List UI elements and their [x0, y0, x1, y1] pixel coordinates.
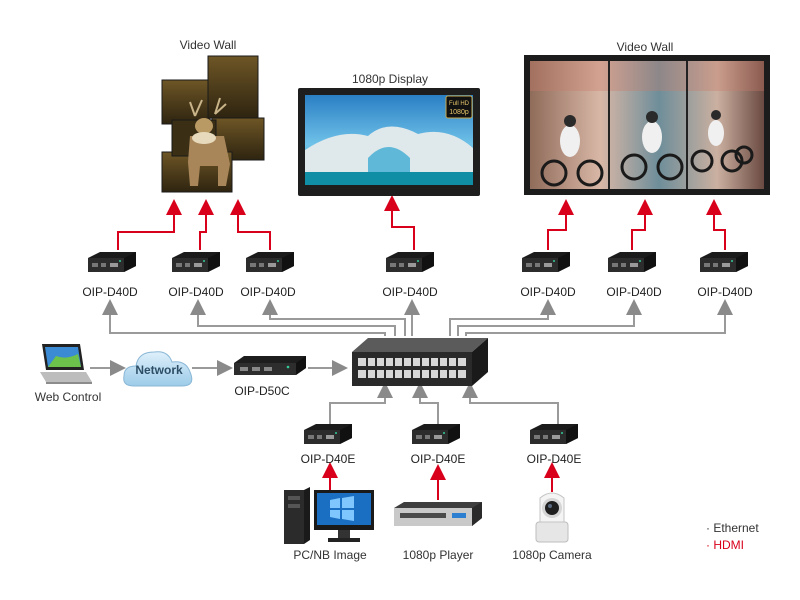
display-1080p: Full HD 1080p — [298, 88, 480, 196]
ethernet-line — [190, 299, 396, 336]
decoder-device — [522, 252, 570, 272]
hdmi-line — [198, 199, 214, 250]
ethernet-line — [329, 382, 393, 425]
controller-device — [234, 356, 306, 375]
web-control-label: Web Control — [34, 390, 102, 404]
laptop-icon — [40, 344, 92, 384]
decoder-device — [246, 252, 294, 272]
encoder-device — [530, 424, 578, 444]
decoder-label: OIP-D40D — [520, 285, 576, 299]
encoder-device — [304, 424, 352, 444]
network-switch — [352, 338, 488, 386]
hdmi-line — [230, 199, 271, 250]
tv-badge-line2: 1080p — [449, 109, 469, 116]
decoder-device — [172, 252, 220, 272]
player-icon — [394, 502, 482, 526]
ethernet-line — [412, 382, 439, 425]
decoder-label: OIP-D40D — [697, 285, 753, 299]
video-wall-right — [524, 55, 770, 195]
cloud-icon — [123, 351, 193, 387]
decoder-label: OIP-D40D — [382, 285, 438, 299]
decoder-device — [386, 252, 434, 272]
source-label: 1080p Camera — [512, 548, 592, 562]
ethernet-line — [457, 299, 642, 336]
decoder-label: OIP-D40D — [168, 285, 224, 299]
legend-ethernet: · Ethernet — [706, 521, 759, 535]
camera-icon — [535, 492, 569, 543]
ethernet-line — [465, 299, 733, 336]
network-label: Network — [135, 363, 183, 377]
encoder-label: OIP-D40E — [300, 452, 356, 466]
video-wall-right-title: Video Wall — [616, 40, 674, 54]
ethernet-line — [102, 299, 386, 336]
encoder-label: OIP-D40E — [410, 452, 466, 466]
controller-label: OIP-D50C — [234, 384, 290, 398]
hdmi-line — [384, 195, 415, 250]
video-wall-left-title: Video Wall — [179, 38, 237, 52]
decoder-label: OIP-D40D — [240, 285, 296, 299]
decoder-device — [700, 252, 748, 272]
decoder-device — [608, 252, 656, 272]
source-label: 1080p Player — [402, 548, 474, 562]
hdmi-line — [547, 199, 574, 250]
decoder-label: OIP-D40D — [82, 285, 138, 299]
hdmi-line — [117, 199, 182, 250]
decoder-device — [88, 252, 136, 272]
video-wall-left — [161, 55, 265, 193]
legend-hdmi: · HDMI — [706, 538, 744, 552]
encoder-device — [412, 424, 460, 444]
ethernet-line — [449, 299, 556, 336]
encoder-label: OIP-D40E — [526, 452, 582, 466]
hdmi-line — [631, 199, 653, 250]
ethernet-line — [262, 299, 406, 336]
ethernet-line — [462, 382, 559, 425]
display-center-title: 1080p Display — [351, 72, 429, 86]
source-label: PC/NB Image — [293, 548, 367, 562]
pc-icon — [284, 487, 374, 544]
hdmi-line — [706, 199, 726, 250]
decoder-label: OIP-D40D — [606, 285, 662, 299]
tv-badge-line1: Full HD — [449, 101, 470, 107]
